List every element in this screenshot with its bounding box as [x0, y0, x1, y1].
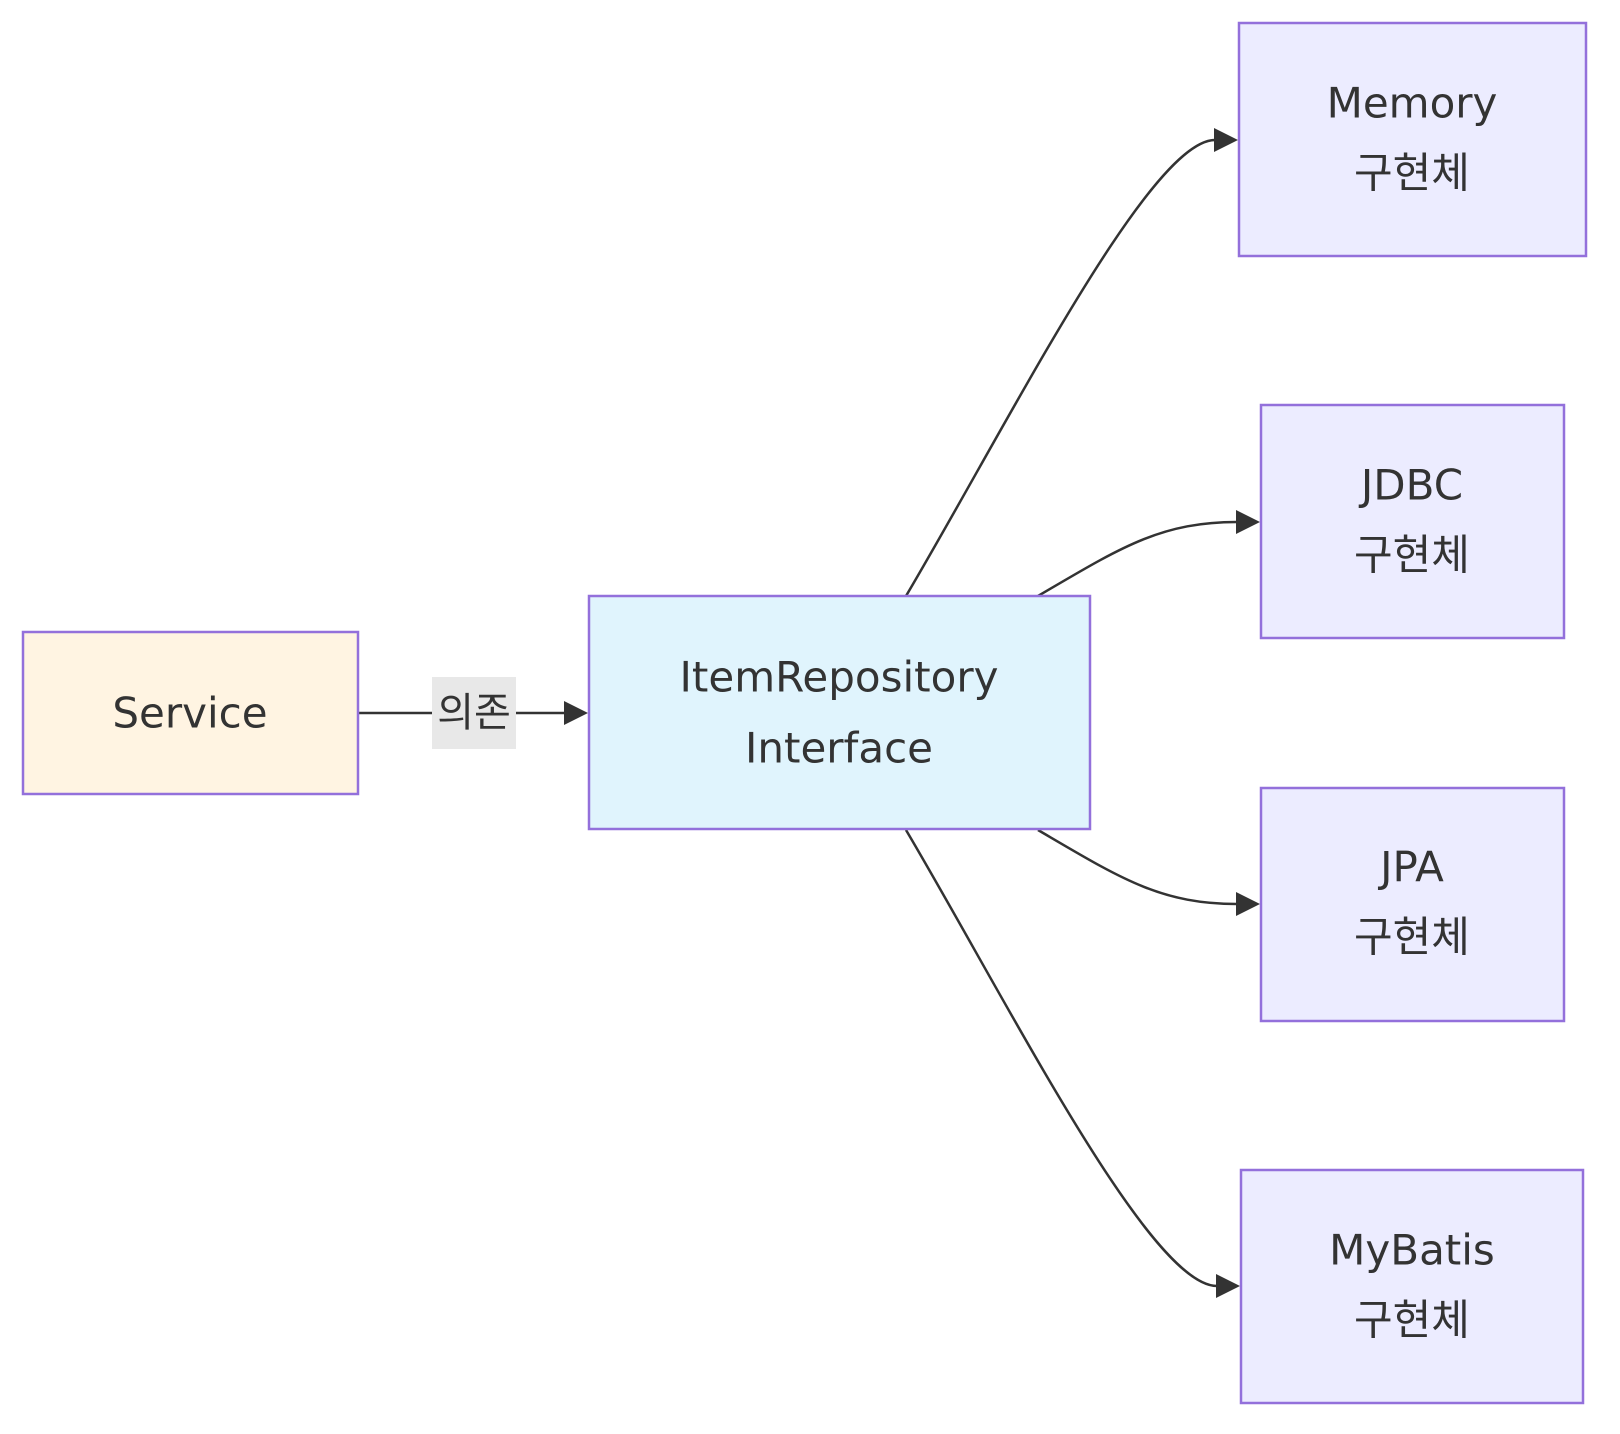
edge-repository-to-jdbc	[1037, 520, 1238, 598]
node-mybatis[interactable]: MyBatis 구현체	[1239, 1168, 1585, 1405]
edge-label-background	[432, 677, 516, 749]
edges	[358, 128, 1260, 1298]
node-mybatis-label-line2: 구현체	[1354, 1296, 1470, 1345]
node-jdbc[interactable]: JDBC 구현체	[1259, 403, 1566, 640]
node-jdbc-box	[1259, 403, 1566, 640]
node-jpa-label-line2: 구현체	[1354, 913, 1470, 962]
node-memory[interactable]: Memory 구현체	[1237, 21, 1588, 258]
node-service-box	[21, 630, 360, 796]
node-item-repository-label-line2: Interface	[745, 724, 933, 773]
node-memory-label-line1: Memory	[1327, 79, 1498, 128]
node-mybatis-box	[1239, 1168, 1585, 1405]
node-jdbc-label-line1: JDBC	[1358, 461, 1463, 510]
node-item-repository[interactable]: ItemRepository Interface	[587, 594, 1092, 831]
arrowhead-repository-to-jpa	[1236, 892, 1260, 916]
edge-repository-to-mybatis	[904, 829, 1218, 1288]
node-jdbc-label-line2: 구현체	[1354, 531, 1470, 580]
edge-label-service-to-repository: 의존	[432, 677, 516, 749]
node-jpa[interactable]: JPA 구현체	[1259, 786, 1566, 1023]
arrowhead-repository-to-jdbc	[1236, 510, 1260, 534]
arrowhead-repository-to-memory	[1214, 128, 1238, 152]
node-service[interactable]: Service	[21, 630, 360, 796]
edge-label-text: 의존	[437, 690, 511, 736]
node-mybatis-label-line1: MyBatis	[1329, 1226, 1495, 1275]
node-jpa-label-line1: JPA	[1377, 843, 1444, 892]
node-item-repository-box	[587, 594, 1092, 831]
node-memory-label-line2: 구현체	[1354, 149, 1470, 198]
node-service-label: Service	[112, 689, 267, 738]
node-memory-box	[1237, 21, 1588, 258]
arrowhead-repository-to-mybatis	[1216, 1274, 1240, 1298]
node-item-repository-label-line1: ItemRepository	[680, 653, 999, 702]
arrowhead-service-to-repository	[564, 701, 588, 725]
edge-repository-to-memory	[904, 138, 1216, 597]
edge-repository-to-jpa	[1037, 828, 1238, 906]
node-jpa-box	[1259, 786, 1566, 1023]
